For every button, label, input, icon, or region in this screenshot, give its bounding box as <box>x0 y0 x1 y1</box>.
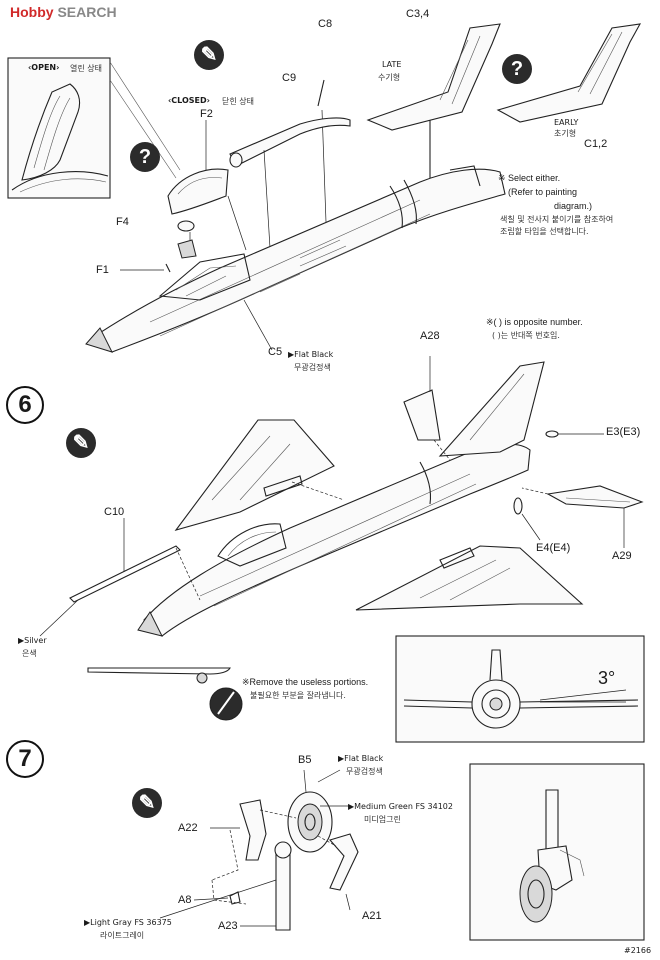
trim-diagram <box>87 667 243 721</box>
select-note-line1: ※ Select either. <box>498 173 561 183</box>
color-flat-black-text: Flat Black <box>294 350 334 359</box>
open-canopy-inset <box>7 57 111 199</box>
fuselage-step6 <box>137 361 545 637</box>
part-label-a22: A22 <box>178 822 198 834</box>
part-label-a8: A8 <box>178 894 192 906</box>
help-icon: ? <box>502 54 532 84</box>
pitot-c10 <box>69 518 201 603</box>
part-label-a23: A23 <box>218 920 238 932</box>
parts-f4-f1 <box>120 220 197 273</box>
select-note-kr1: 색칠 및 전사지 붙이기를 참조하여 <box>500 215 614 224</box>
leader-c5 <box>243 299 273 351</box>
help-icon: ? <box>130 142 160 172</box>
part-label-c8: C8 <box>318 18 333 30</box>
part-label-a29: A29 <box>612 550 632 562</box>
closed-state-label: ‹CLOSED› <box>168 96 210 105</box>
light-e3 <box>545 430 559 438</box>
color-flat-black-2-kr: 무광검정색 <box>346 767 383 776</box>
part-label-f4: F4 <box>116 216 129 228</box>
antenna-c8 <box>317 79 325 107</box>
tail-fin-late <box>366 23 501 178</box>
part-label-c9: C9 <box>282 72 297 84</box>
part-label-e44: E4(E4) <box>536 542 571 554</box>
color-flat-black-2: ▶Flat Black <box>338 754 384 763</box>
closed-state-kr: 닫힌 상태 <box>222 97 254 106</box>
open-state-kr: 열린 상태 <box>70 64 102 73</box>
landing-gear-assembly <box>159 769 359 931</box>
spine-c9 <box>229 117 351 249</box>
light-e4 <box>513 497 523 515</box>
opposite-note-kr: ( )는 반대쪽 번호임. <box>492 331 560 340</box>
opposite-note: ※( ) is opposite number. <box>486 317 583 327</box>
color-silver: ▶Silver <box>18 636 47 645</box>
color-medium-green-text: Medium Green FS 34102 <box>354 802 453 811</box>
part-label-f1: F1 <box>96 264 109 276</box>
leader-c8 <box>321 109 327 223</box>
paint-icon: ✎ <box>194 40 224 70</box>
watermark: Hobby SEARCH <box>10 4 117 20</box>
variant-early: EARLY <box>554 118 579 127</box>
part-label-c34: C3,4 <box>406 8 430 20</box>
variant-late: LATE <box>382 60 402 69</box>
color-silver-text: Silver <box>24 636 47 645</box>
part-label-c5: C5 <box>268 346 283 358</box>
tail-fin-early <box>496 23 642 123</box>
color-medium-green: ▶Medium Green FS 34102 <box>348 802 453 811</box>
paint-icon: ✎ <box>66 428 96 458</box>
stabilizer-a29 <box>521 485 644 548</box>
left-wing <box>174 419 345 531</box>
select-note-kr2: 조립할 타입을 선택합니다. <box>500 227 589 236</box>
color-light-gray-kr: 라이트그레이 <box>100 931 145 940</box>
page-code: #2166 <box>624 946 652 955</box>
part-label-a21: A21 <box>362 910 382 922</box>
color-light-gray-text: Light Gray FS 36375 <box>90 918 172 927</box>
color-silver-kr: 은색 <box>22 649 37 658</box>
right-wing <box>355 545 584 611</box>
canopy-f2 <box>167 128 247 251</box>
front-view-box <box>395 635 645 743</box>
step-number-7: 7 <box>6 740 44 778</box>
part-label-a28: A28 <box>420 330 440 342</box>
open-state-label: ‹OPEN› <box>28 63 60 72</box>
completed-gear-box <box>469 763 645 941</box>
part-label-b5: B5 <box>298 754 312 766</box>
color-light-gray: ▶Light Gray FS 36375 <box>84 918 172 927</box>
dihedral-angle: 3° <box>598 668 616 688</box>
remove-note: ※Remove the useless portions. <box>242 677 369 687</box>
select-note-line2: (Refer to painting <box>508 187 578 197</box>
ventral-fin-a28 <box>403 356 451 461</box>
step-number-6: 6 <box>6 386 44 424</box>
part-label-c12: C1,2 <box>584 138 608 150</box>
variant-late-kr: 수기형 <box>378 73 401 82</box>
remove-note-kr: 불필요한 부분을 잘라냅니다. <box>250 691 346 700</box>
select-note-line3: diagram.) <box>554 201 593 211</box>
closed-text: CLOSED <box>171 96 207 105</box>
paint-icon: ✎ <box>132 788 162 818</box>
part-label-e33: E3(E3) <box>606 426 641 438</box>
part-label-c10: C10 <box>104 506 125 518</box>
variant-early-kr: 초기형 <box>554 129 577 138</box>
color-medium-green-kr: 미디엄그린 <box>364 815 401 824</box>
watermark-part2: SEARCH <box>57 4 117 20</box>
color-flat-black-2-text: Flat Black <box>344 754 384 763</box>
fuselage-step5 <box>85 165 506 353</box>
watermark-part1: Hobby <box>10 4 54 20</box>
color-flat-black-kr: 무광검정색 <box>294 363 331 372</box>
open-text: OPEN <box>31 63 57 72</box>
part-label-f2: F2 <box>200 108 213 120</box>
color-flat-black: ▶Flat Black <box>288 350 334 359</box>
